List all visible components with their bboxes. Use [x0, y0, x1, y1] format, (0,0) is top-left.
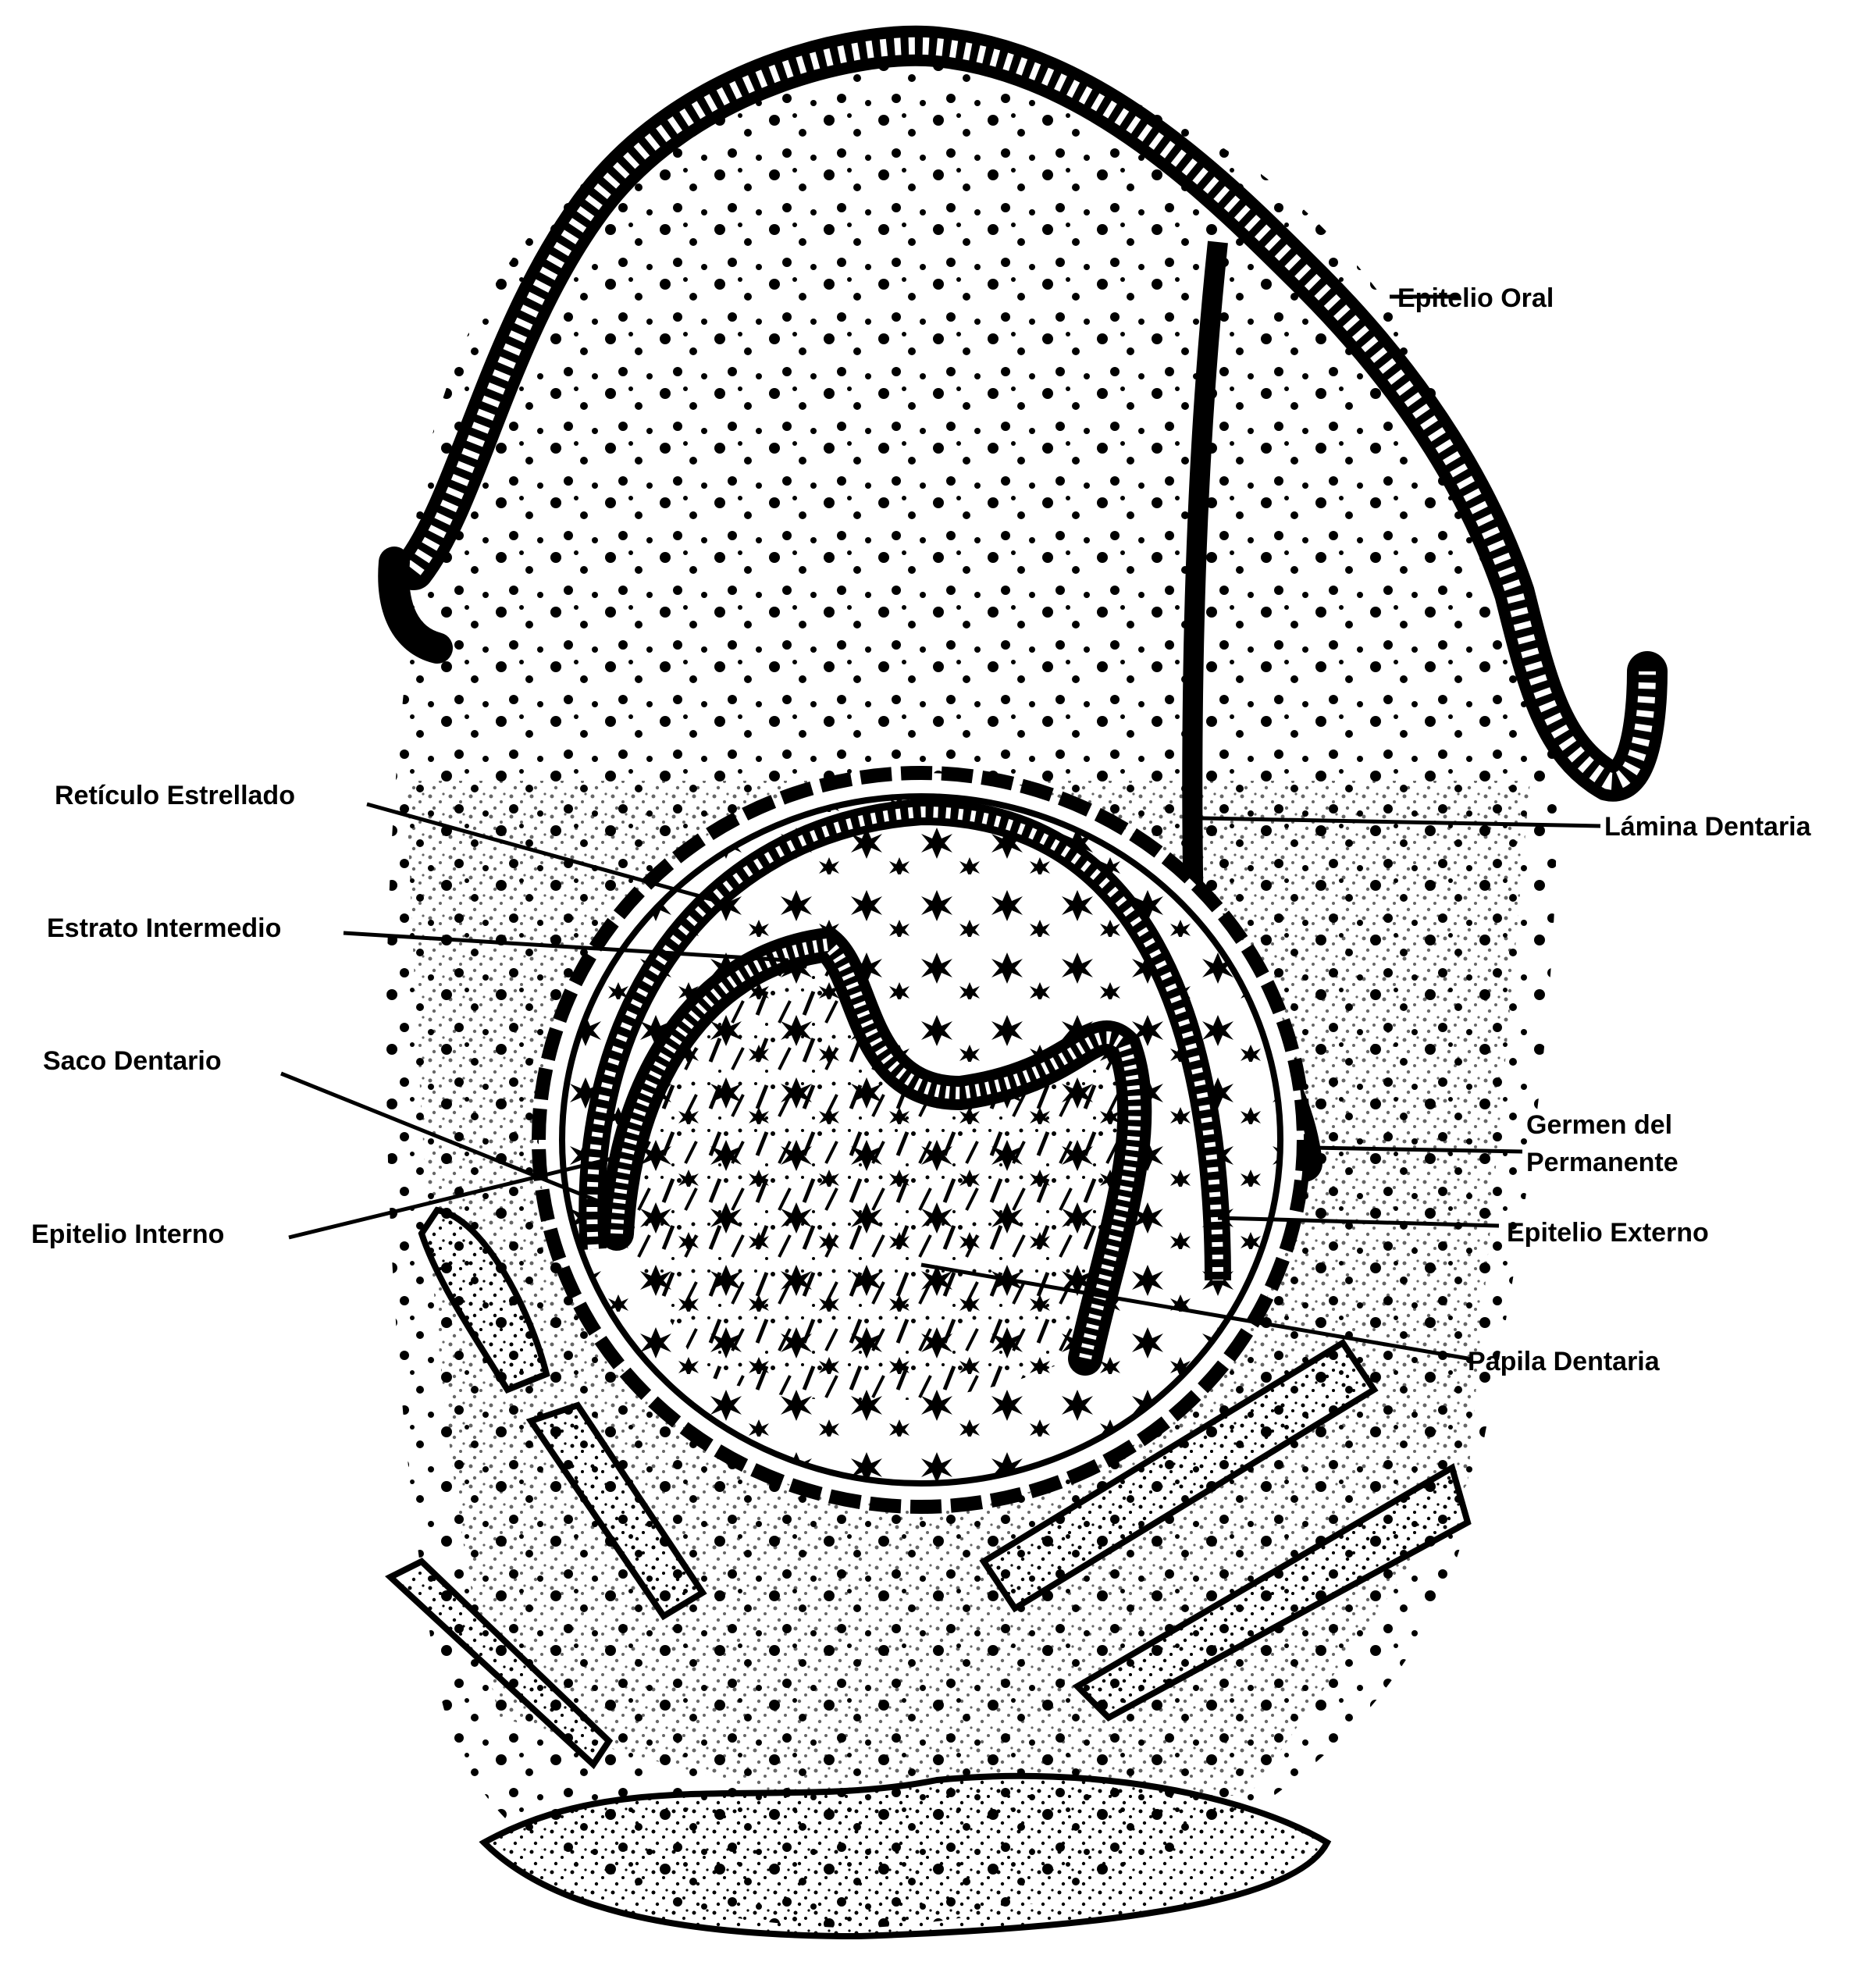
label-germen-permanente-2: Permanente	[1526, 1148, 1678, 1177]
label-estrato-intermedio: Estrato Intermedio	[47, 913, 281, 943]
label-papila-dentaria: Papila Dentaria	[1468, 1347, 1661, 1376]
label-germen-permanente-1: Germen del	[1526, 1110, 1672, 1140]
label-epitelio-externo: Epitelio Externo	[1507, 1218, 1709, 1248]
label-reticulo-estrellado: Retículo Estrellado	[55, 781, 295, 810]
label-epitelio-oral: Epitelio Oral	[1397, 283, 1554, 313]
label-lamina-dentaria: Lámina Dentaria	[1604, 812, 1812, 842]
label-epitelio-interno: Epitelio Interno	[31, 1219, 224, 1249]
label-saco-dentario: Saco Dentario	[43, 1046, 222, 1076]
